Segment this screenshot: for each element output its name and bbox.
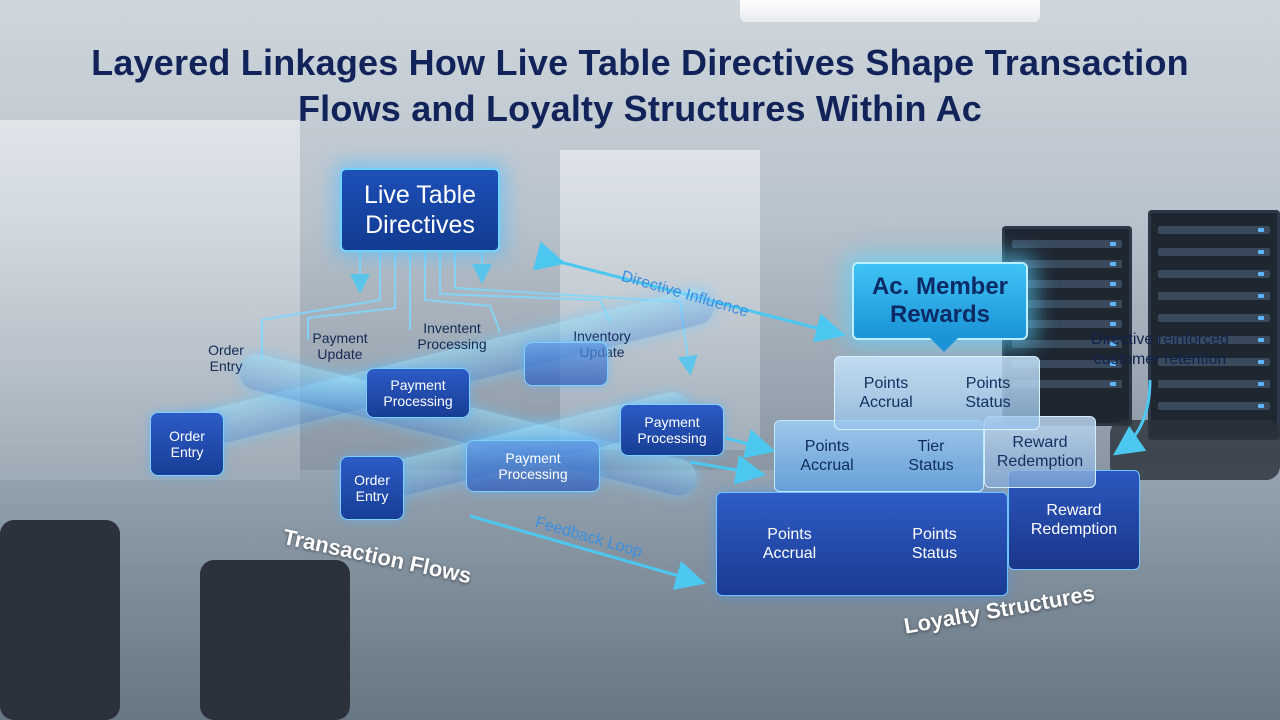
ceiling-light — [740, 0, 1040, 22]
retention-note: Directive reinforced customer retention — [1091, 331, 1229, 368]
retention-arrow — [1113, 379, 1152, 456]
flow-to-loyalty-arrows — [689, 429, 776, 485]
member-rewards-box: Ac. Member Rewards — [852, 262, 1028, 340]
feedback-loop-arrow — [469, 514, 706, 590]
page-title: Layered Linkages How Live Table Directiv… — [91, 42, 1189, 129]
member-rewards-line-2: Rewards — [889, 301, 991, 328]
flow-node-inventory-cylinder — [524, 342, 608, 386]
server-rack-right — [1148, 210, 1280, 440]
member-rewards-line-1: Ac. Member — [871, 273, 1009, 300]
chair-center — [200, 560, 350, 720]
chair-left — [0, 520, 120, 720]
directives-line-1: Live Table — [363, 181, 477, 209]
member-rewards-pointer — [930, 338, 958, 352]
live-table-directives-box: Live Table Directives — [340, 168, 500, 252]
directives-line-2: Directives — [365, 211, 475, 239]
